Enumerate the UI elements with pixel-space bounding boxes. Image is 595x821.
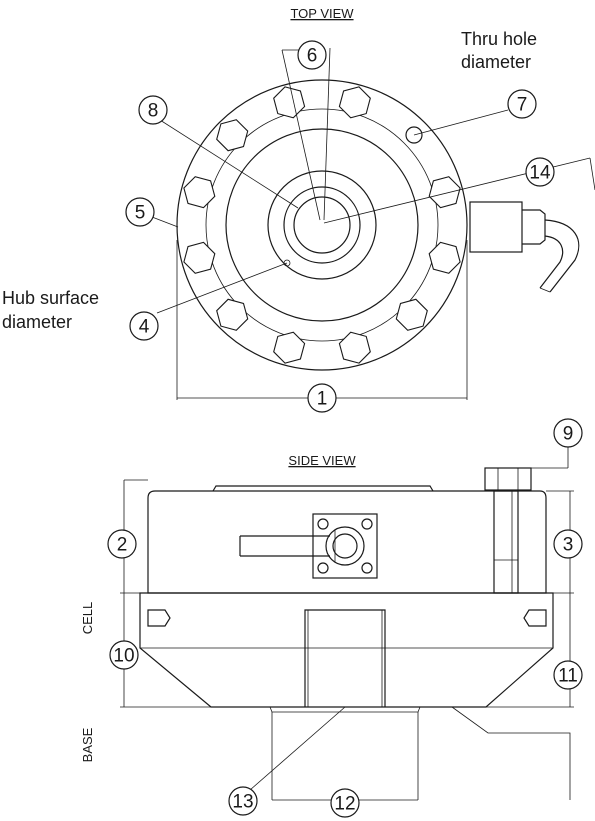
- callout-7: [507, 89, 537, 119]
- bolt-head-10: [183, 176, 216, 209]
- right-pin: [523, 609, 547, 627]
- body-circle: [225, 128, 419, 322]
- bolt-head-1: [273, 86, 306, 119]
- callout-5-number: 5: [135, 203, 146, 224]
- thru-hole-note-line2: diameter: [461, 52, 531, 72]
- connector-nut: [325, 526, 365, 566]
- callout-9-number: 9: [563, 424, 574, 445]
- base-label: BASE: [80, 727, 95, 762]
- callout-6-number: 6: [307, 46, 318, 67]
- left-pin: [147, 609, 171, 627]
- top-plate: [212, 485, 434, 492]
- callout-1-number: 1: [317, 389, 328, 410]
- hub-note-line2: diameter: [2, 312, 72, 332]
- side-view: [120, 446, 574, 801]
- bolt-shank: [493, 490, 519, 594]
- base-hub: [304, 609, 386, 707]
- cell-body: [147, 490, 547, 594]
- thru-hole: [405, 126, 423, 144]
- bolt-head-8: [216, 298, 249, 331]
- callout-8-number: 8: [148, 101, 159, 122]
- callout-2: [107, 529, 137, 559]
- callout-1: [307, 383, 337, 413]
- bolt-head-4: [428, 241, 461, 274]
- bolt-head-7: [273, 331, 306, 364]
- bolt-head-3: [428, 176, 461, 209]
- hub-surface: [283, 186, 361, 264]
- center-bore: [293, 196, 351, 254]
- callout-11-number: 11: [558, 666, 578, 687]
- callout-8: [138, 95, 168, 125]
- hub-note-line1: Hub surface: [2, 288, 99, 308]
- callout-2-number: 2: [117, 535, 128, 556]
- callout-14-number: 14: [529, 163, 551, 184]
- top-view: [151, 47, 595, 400]
- side-view-title: SIDE VIEW: [288, 453, 356, 468]
- callout-14: [525, 157, 555, 187]
- bolt-circle: [205, 108, 439, 342]
- cable-outer: [544, 219, 580, 293]
- callout-3-number: 3: [563, 535, 574, 556]
- connector-plate: [312, 513, 378, 579]
- bolt-head-6: [338, 331, 371, 364]
- callout-9: [553, 418, 583, 448]
- bolt-head-5: [395, 298, 428, 331]
- top-view-title: TOP VIEW: [290, 6, 354, 21]
- callout-12-number: 12: [334, 794, 355, 815]
- cable-gland: [522, 209, 546, 245]
- callout-10: [109, 640, 139, 670]
- callout-10-number: 10: [113, 646, 134, 667]
- bolt-head-2: [338, 86, 371, 119]
- callout-13-number: 13: [232, 792, 253, 813]
- callout-3: [553, 529, 583, 559]
- hub-surface-side: [269, 706, 421, 713]
- cell-label: CELL: [80, 602, 95, 635]
- callout-13: [228, 786, 258, 816]
- connector-housing: [469, 201, 523, 253]
- bolt-head-side: [484, 467, 532, 491]
- thru-hole-note-line1: Thru hole: [461, 29, 537, 49]
- outer-flange: [176, 79, 468, 371]
- callout-4-number: 4: [139, 317, 150, 338]
- bolt-heads: [183, 86, 461, 364]
- callout-5: [125, 197, 155, 227]
- bolt-head-11: [216, 119, 249, 152]
- hub-outer: [267, 170, 377, 280]
- callout-11: [553, 660, 583, 690]
- callout-4: [129, 311, 159, 341]
- callout-12: [330, 788, 360, 818]
- cable-inner: [539, 235, 564, 289]
- hub-surface-point: [283, 259, 291, 267]
- callout-6: [297, 40, 327, 70]
- callout-7-number: 7: [517, 95, 528, 116]
- cable-side: [239, 535, 330, 557]
- bolt-head-9: [183, 241, 216, 274]
